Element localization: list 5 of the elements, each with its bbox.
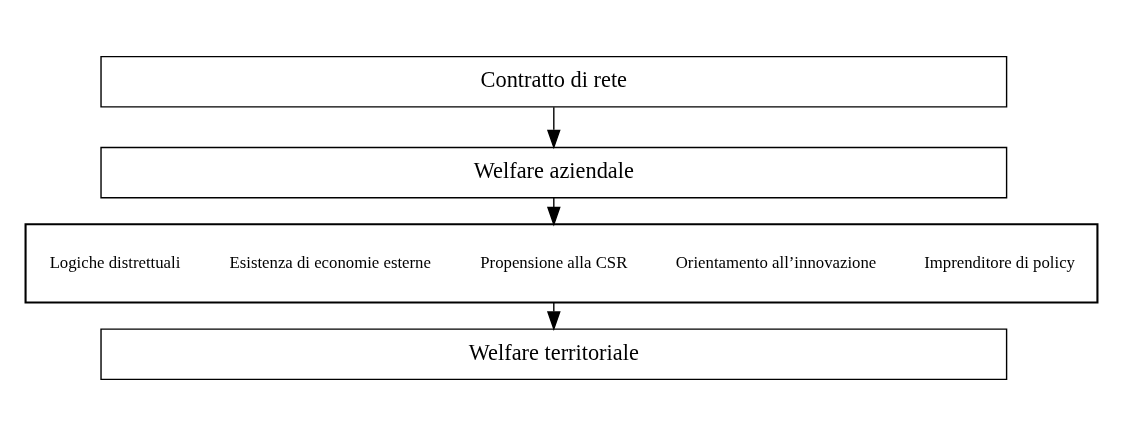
node-text: Propensione alla CSR [480, 252, 628, 272]
node-text: Logiche distrettuali [49, 252, 181, 272]
node-text: Esistenza di economie esterne [229, 252, 431, 272]
node-text: Orientamento all’innovazione [675, 252, 877, 272]
node-text: Imprenditore di policy [924, 252, 1075, 272]
